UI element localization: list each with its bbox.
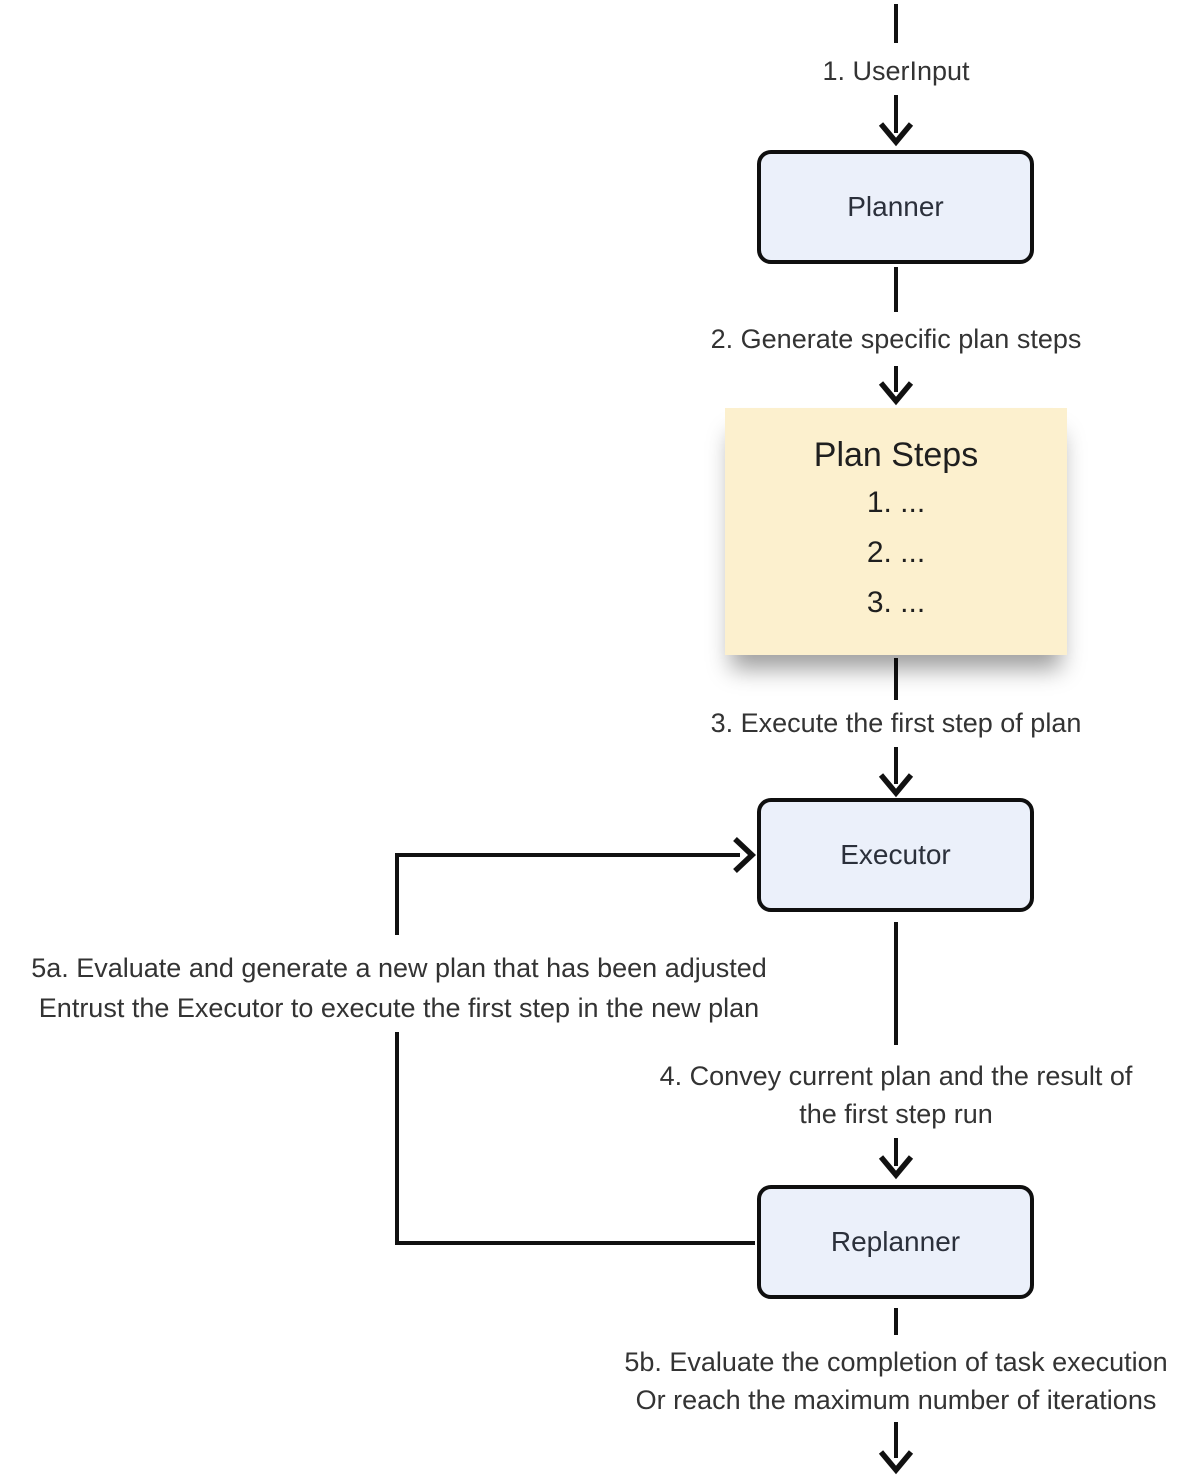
replanner-node: Replanner [757, 1185, 1034, 1299]
edge-loop-top [395, 853, 740, 935]
executor-node-label: Executor [840, 839, 951, 870]
edge-label-step4: 4. Convey current plan and the result of… [659, 1057, 1133, 1133]
arrowhead-into-planner [878, 122, 914, 147]
arrowhead-into-executor-top [878, 773, 914, 798]
plan-steps-item-2: 2. ... [866, 536, 926, 569]
replanner-node-label: Replanner [830, 1226, 961, 1257]
plan-steps-title: Plan Steps [813, 436, 979, 474]
plan-steps-item-1: 1. ... [866, 486, 926, 519]
edge-label-step5a-line2: Entrust the Executor to execute the firs… [38, 993, 760, 1023]
edge-label-step3: 3. Execute the first step of plan [710, 705, 1082, 741]
arrowhead-into-replanner [878, 1155, 914, 1180]
executor-node: Executor [757, 798, 1034, 912]
edge-label-step1: 1. UserInput [822, 53, 970, 89]
plan-steps-note: Plan Steps 1. ... 2. ... 3. ... [725, 408, 1067, 655]
arrowhead-into-executor-left [733, 836, 757, 874]
edge-label-step5a-line1: 5a. Evaluate and generate a new plan tha… [31, 953, 767, 983]
edge-loop-bottom [395, 1032, 755, 1245]
arrowhead-into-plansteps [878, 381, 914, 406]
edge-label-step5b-line1: 5b. Evaluate the completion of task exec… [624, 1347, 1168, 1377]
arrowhead-final-output [878, 1450, 914, 1475]
planner-node: Planner [757, 150, 1034, 264]
edge-label-step2: 2. Generate specific plan steps [710, 321, 1082, 357]
edge-label-step5b: 5b. Evaluate the completion of task exec… [624, 1343, 1168, 1419]
planner-node-label: Planner [847, 191, 944, 222]
edge-label-step4-line1: 4. Convey current plan and the result of [659, 1061, 1133, 1091]
edge-label-step4-line2: the first step run [799, 1099, 993, 1129]
edge-label-step5b-line2: Or reach the maximum number of iteration… [635, 1385, 1157, 1415]
edge-label-step5a: 5a. Evaluate and generate a new plan tha… [31, 948, 767, 1028]
plan-steps-item-3: 3. ... [866, 586, 926, 619]
